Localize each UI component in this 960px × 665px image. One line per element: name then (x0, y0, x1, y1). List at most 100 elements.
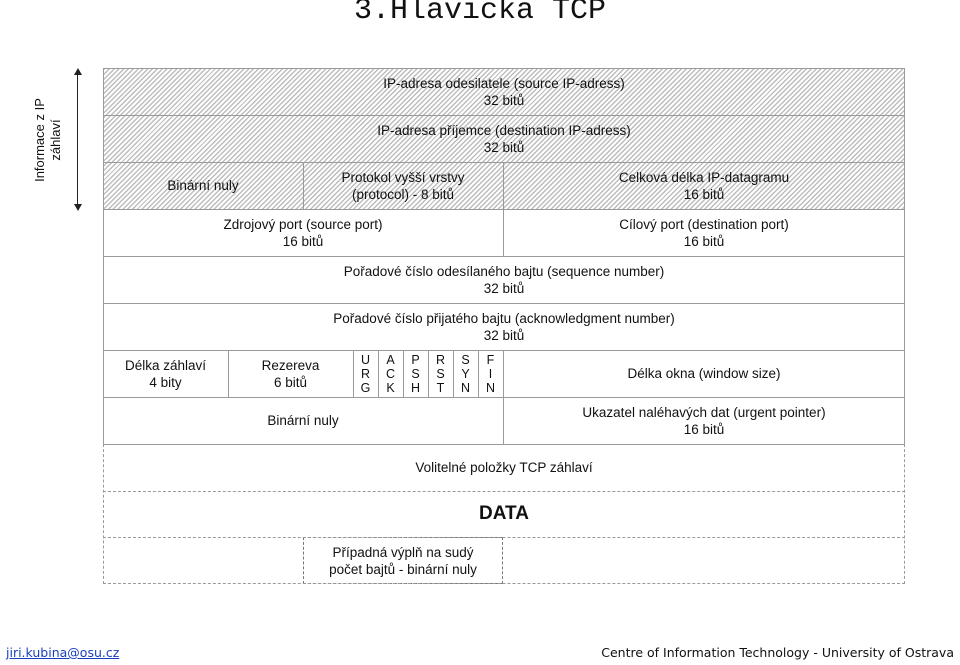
flag-char: T (436, 380, 445, 395)
grid-line (403, 350, 404, 397)
flag-char: G (360, 380, 371, 395)
reserved-bits: 6 bitů (273, 374, 308, 390)
destination-ip-bits: 32 bitů (483, 139, 525, 155)
flag-char: C (385, 366, 396, 381)
flag-char: N (485, 380, 496, 395)
tcp-header-diagram: IP-adresa odesilatele (source IP-adress)… (103, 68, 905, 584)
binary-zeros-top-field: Binární nuly (103, 162, 303, 209)
window-size-label: Délka okna (window size) (627, 366, 781, 381)
flag-char: A (386, 352, 395, 367)
flag-char: H (410, 380, 421, 395)
header-length-label: Délka záhlaví (124, 357, 207, 373)
options-field: Volitelné položky TCP záhlaví (103, 444, 905, 491)
flag-char: I (488, 366, 493, 381)
grid-line (103, 303, 905, 304)
acknowledgment-number-field: Pořadové číslo přijatého bajtu (acknowle… (103, 303, 905, 350)
sequence-number-field: Pořadové číslo odesílaného bajtu (sequen… (103, 256, 905, 303)
flag-char: S (461, 352, 470, 367)
grid-line (378, 350, 379, 397)
page-title: 3.Hlavicka TCP (353, 0, 607, 28)
source-port-field: Zdrojový port (source port)16 bitů (103, 209, 503, 256)
grid-line (478, 350, 479, 397)
acknowledgment-number-label: Pořadové číslo přijatého bajtu (acknowle… (333, 310, 675, 326)
grid-line (303, 162, 304, 209)
grid-line (503, 350, 504, 444)
grid-line (103, 350, 905, 351)
total-length-label: Celková délka IP-datagramu (618, 169, 790, 185)
grid-line-dashed (904, 444, 905, 584)
grid-line (103, 256, 905, 257)
acknowledgment-number-bits: 32 bitů (483, 327, 525, 343)
flag-char: R (360, 366, 370, 381)
footer-email-link[interactable]: jiri.kubina@osu.cz (6, 645, 120, 660)
grid-line-dashed (103, 491, 905, 492)
data-field: DATA (103, 491, 905, 535)
total-length-bits: 16 bitů (683, 186, 725, 202)
data-label: DATA (479, 502, 529, 524)
grid-line (103, 68, 104, 444)
flag-char: N (460, 380, 471, 395)
flag-char: P (411, 352, 420, 367)
source-port-bits: 16 bitů (282, 233, 324, 249)
source-ip-field: IP-adresa odesilatele (source IP-adress)… (103, 68, 905, 115)
flag-char: U (360, 352, 370, 367)
grid-line (103, 397, 905, 398)
binary-zeros-top-label: Binární nuly (167, 178, 239, 193)
destination-port-bits: 16 bitů (683, 233, 725, 249)
protocol-field: Protokol vyšší vrstvy(protocol) - 8 bitů (303, 162, 503, 209)
flag-char: R (435, 352, 446, 367)
flag-char: S (436, 366, 445, 381)
flag-char: K (386, 380, 395, 395)
flag-char: F (486, 352, 495, 367)
source-ip-bits: 32 bitů (483, 92, 525, 108)
grid-line (228, 350, 229, 397)
grid-line (103, 444, 905, 445)
destination-ip-label: IP-adresa příjemce (destination IP-adres… (377, 122, 631, 138)
source-port-label: Zdrojový port (source port) (223, 216, 383, 232)
bracket-line (77, 72, 78, 206)
grid-line-dashed (103, 583, 905, 584)
options-label: Volitelné položky TCP záhlaví (415, 460, 593, 475)
grid-line (353, 350, 354, 397)
destination-ip-field: IP-adresa příjemce (destination IP-adres… (103, 115, 905, 162)
pseudo-header-background (103, 68, 905, 209)
protocol-bits: (protocol) - 8 bitů (351, 186, 455, 202)
destination-port-field: Cílový port (destination port)16 bitů (503, 209, 905, 256)
source-ip-label: IP-adresa odesilatele (source IP-adress) (383, 75, 625, 91)
binary-zeros-bottom-label: Binární nuly (267, 413, 339, 428)
grid-line (103, 162, 905, 163)
grid-line (103, 115, 905, 116)
grid-line (428, 350, 429, 397)
grid-line (453, 350, 454, 397)
destination-port-label: Cílový port (destination port) (619, 216, 789, 232)
grid-line (503, 162, 504, 256)
padding-label-line2: počet bajtů - binární nuly (329, 561, 477, 577)
arrow-down-icon (74, 204, 82, 211)
side-label-line1: Informace z IP (32, 98, 47, 182)
window-size-field: Délka okna (window size) (503, 350, 905, 397)
binary-zeros-bottom-field: Binární nuly (103, 397, 503, 444)
sequence-number-bits: 32 bitů (483, 280, 525, 296)
side-label-line2: záhlaví (48, 119, 63, 161)
urgent-pointer-bits: 16 bitů (683, 421, 725, 437)
grid-line-dashed (103, 444, 104, 584)
sequence-number-label: Pořadové číslo odesílaného bajtu (sequen… (343, 263, 665, 279)
protocol-label: Protokol vyšší vrstvy (341, 169, 465, 185)
arrow-up-icon (74, 68, 82, 75)
flag-char: Y (461, 366, 470, 381)
padding-label-line1: Případná výplň na sudý (332, 544, 474, 560)
grid-line (103, 68, 905, 69)
flag-char: S (411, 366, 420, 381)
reserved-label: Rezereva (261, 357, 320, 373)
grid-line-dashed (103, 537, 905, 538)
ip-header-bracket: Informace z IP záhlaví (24, 68, 94, 211)
side-label: Informace z IP záhlaví (32, 98, 64, 182)
